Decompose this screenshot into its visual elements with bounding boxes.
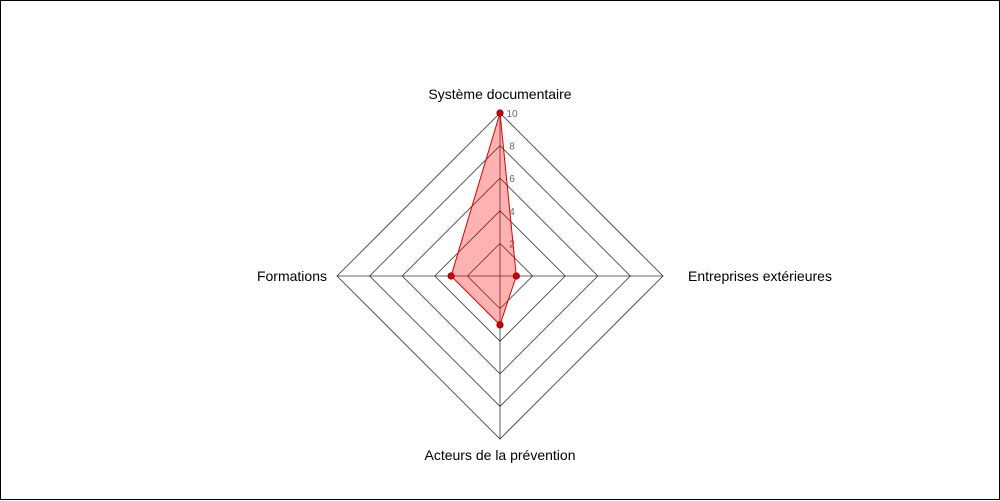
tick-label: 10 — [506, 109, 518, 120]
data-point — [512, 272, 520, 280]
axis-label-4: Formations — [257, 268, 327, 284]
radar-series — [447, 109, 520, 329]
radar-axes — [337, 113, 663, 439]
axis-label-2: Entreprises extérieures — [688, 268, 832, 284]
axis-label-3: Acteurs de la prévention — [425, 447, 576, 463]
data-point — [447, 272, 455, 280]
tick-label: 2 — [509, 239, 515, 250]
axis-label-1: Système documentaire — [428, 86, 571, 102]
series-area — [450, 112, 517, 326]
data-point — [496, 109, 504, 117]
tick-label: 8 — [509, 142, 515, 153]
radar-tick-labels: 2 4 6 8 10 — [506, 109, 518, 250]
data-point — [496, 321, 504, 329]
tick-label: 6 — [509, 174, 515, 185]
tick-label: 4 — [509, 207, 515, 218]
